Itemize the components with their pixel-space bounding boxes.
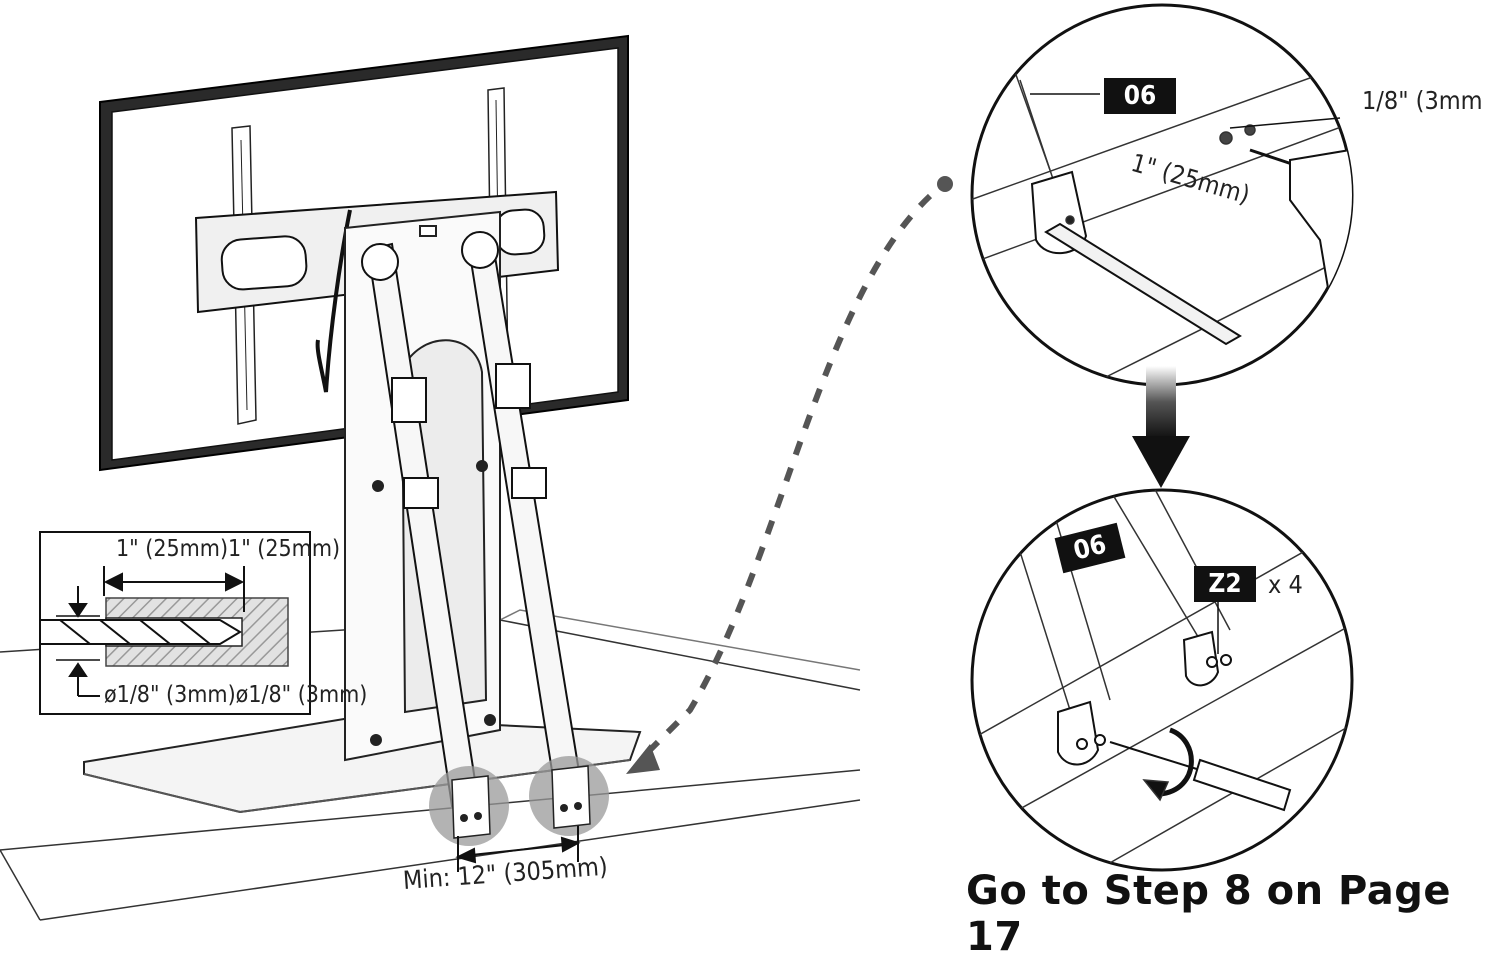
step-down-arrow (1132, 366, 1190, 488)
dashed-connector (626, 176, 953, 774)
screw-tag-z2: Z2 (1194, 566, 1256, 602)
assembly-diagram: 1" (25mm)1" (25mm) ø1/8" (3mm)ø1/8" (3mm… (0, 3, 1483, 960)
detail-top (970, 3, 1354, 387)
spacing-dimension (455, 826, 581, 872)
diagram-canvas (0, 3, 1354, 921)
drill-inset (39, 531, 311, 715)
next-step-instruction: Go to Step 8 on Page 17 (966, 868, 1452, 960)
hole-diameter-label: 1/8" (3mm (1362, 86, 1483, 115)
part-tag-06-top: 06 (1104, 78, 1176, 114)
drill-depth-label: 1" (25mm)1" (25mm) (116, 536, 341, 562)
detail-bottom (970, 488, 1354, 872)
foot-highlights (429, 756, 609, 846)
screw-quantity-label: x 4 (1268, 570, 1303, 599)
support-arms (361, 231, 584, 808)
drill-diameter-label: ø1/8" (3mm)ø1/8" (3mm) (104, 682, 368, 708)
